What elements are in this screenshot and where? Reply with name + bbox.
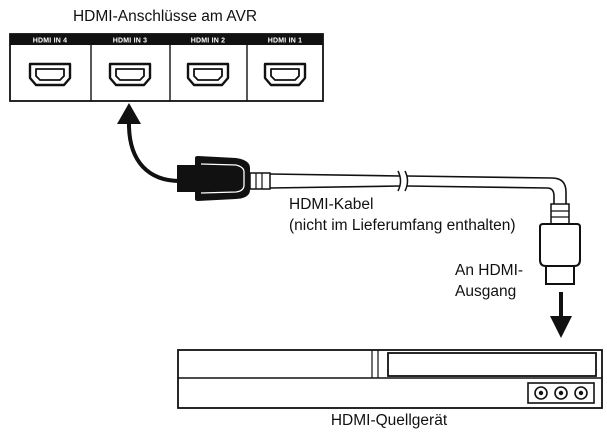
rca-jack-icon <box>534 386 548 400</box>
device-display <box>387 352 597 377</box>
cable-note: (nicht im Lieferumfang enthalten) <box>289 217 516 234</box>
avr-label-band <box>10 34 323 45</box>
avr-hdmi-panel: HDMI IN 4 HDMI IN 3 HDMI IN 2 HDMI IN 1 <box>9 33 324 102</box>
output-label-line2: Ausgang <box>455 283 516 300</box>
avr-panel-title: HDMI-Anschlüsse am AVR <box>73 8 257 25</box>
hdmi-socket-icon <box>28 62 72 87</box>
port-label-in4: HDMI IN 4 <box>33 38 67 45</box>
plug-tip <box>177 165 195 192</box>
output-label-line1: An HDMI- <box>455 262 523 279</box>
rca-jack-icon <box>574 386 588 400</box>
cable-label: HDMI-Kabel <box>289 196 373 213</box>
rca-jack-icon <box>554 386 568 400</box>
avr-port-in1: HDMI IN 1 <box>263 38 307 87</box>
hdmi-socket-icon <box>263 62 307 87</box>
avr-port-in3: HDMI IN 3 <box>108 38 152 87</box>
source-device-label: HDMI-Quellgerät <box>331 412 448 429</box>
hdmi-socket-icon <box>108 62 152 87</box>
avr-port-in2: HDMI IN 2 <box>186 38 230 87</box>
hdmi-socket-icon <box>186 62 230 87</box>
port-label-in3: HDMI IN 3 <box>113 38 147 45</box>
hdmi-plug-right <box>539 223 581 267</box>
insert-arrow-down-icon <box>550 292 572 338</box>
hdmi-cable <box>177 156 581 285</box>
hdmi-plug-left <box>195 156 250 201</box>
insert-arrow-up-icon <box>117 103 182 183</box>
port-label-in1: HDMI IN 1 <box>268 38 302 45</box>
plug-tip <box>545 265 575 285</box>
avr-port-in4: HDMI IN 4 <box>28 38 72 87</box>
port-label-in2: HDMI IN 2 <box>191 38 225 45</box>
hdmi-source-device <box>177 349 603 409</box>
